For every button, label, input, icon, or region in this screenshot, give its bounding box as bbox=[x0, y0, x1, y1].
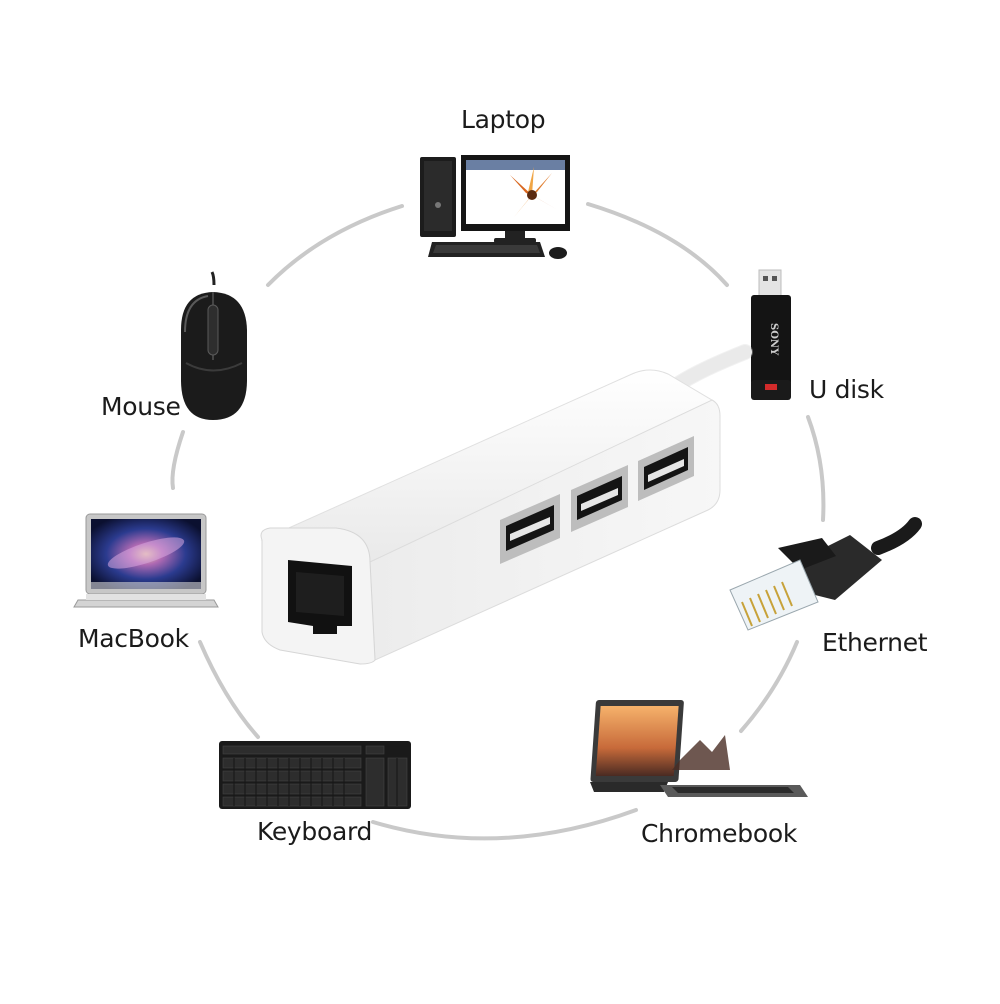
ring-arc-laptop-udisk bbox=[586, 202, 729, 287]
label-chromebook: Chromebook bbox=[641, 819, 797, 848]
label-ethernet: Ethernet bbox=[822, 628, 928, 657]
mouse-icon bbox=[181, 271, 247, 420]
label-keyboard: Keyboard bbox=[257, 817, 373, 846]
usb-flash-drive-icon: SONY bbox=[751, 269, 791, 400]
ring-arc-udisk-ethernet bbox=[806, 415, 826, 522]
connection-ring bbox=[170, 202, 826, 841]
label-udisk: U disk bbox=[809, 375, 884, 404]
usb-hub-adapter bbox=[260, 344, 753, 665]
ring-arc-laptop-mouse bbox=[266, 204, 404, 287]
label-laptop: Laptop bbox=[461, 105, 546, 134]
macbook-icon bbox=[73, 513, 219, 608]
chromebook-icon bbox=[590, 700, 808, 797]
desktop-pc-icon bbox=[420, 155, 570, 259]
keyboard-icon bbox=[219, 741, 411, 809]
ring-arc-ethernet-chromebook bbox=[739, 640, 799, 733]
ring-arc-mouse-macbook bbox=[170, 430, 185, 490]
ring-arc-keyboard-chromebook bbox=[371, 808, 638, 841]
label-mouse: Mouse bbox=[101, 392, 181, 421]
ring-arc-macbook-keyboard bbox=[198, 640, 260, 739]
ethernet-cable-icon bbox=[729, 517, 922, 631]
label-macbook: MacBook bbox=[78, 624, 189, 653]
udisk-brand: SONY bbox=[768, 323, 779, 356]
